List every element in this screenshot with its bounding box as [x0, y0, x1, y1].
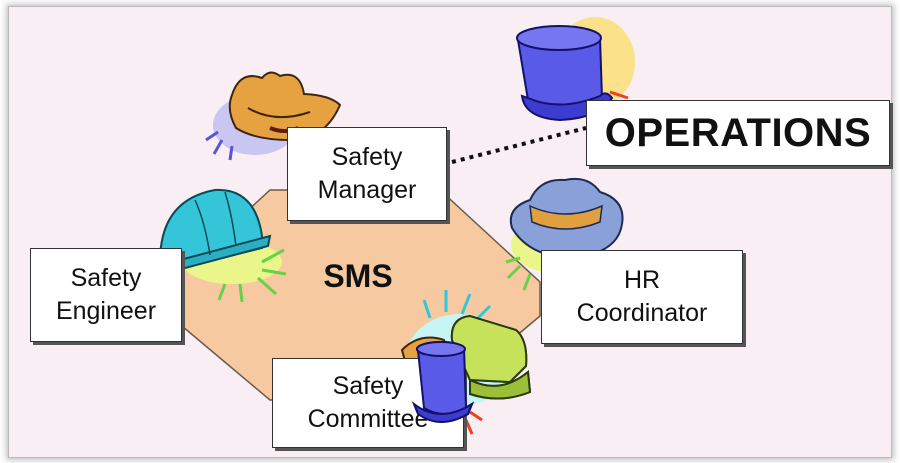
role-line-2: Engineer: [55, 297, 157, 325]
role-box-safety-committee: Safety Committee: [272, 358, 464, 448]
role-line-2: Coordinator: [576, 299, 708, 327]
role-line-1: Safety: [331, 143, 403, 171]
fedora-hat-icon: [505, 177, 624, 291]
role-line-1: Safety: [332, 372, 404, 400]
role-line-2: Manager: [317, 176, 417, 204]
operations-box: OPERATIONS: [586, 100, 890, 166]
role-box-safety-engineer: Safety Engineer: [30, 248, 182, 342]
role-line-1: Safety: [70, 264, 142, 292]
role-line-1: HR: [623, 266, 661, 294]
cowboy-hat-icon: [205, 71, 342, 161]
operations-connector: [451, 126, 587, 164]
role-line-2: Committee: [307, 405, 429, 433]
role-box-safety-manager: Safety Manager: [287, 127, 447, 221]
sms-label: SMS: [323, 258, 393, 294]
role-box-hr-coordinator: HR Coordinator: [541, 250, 743, 344]
